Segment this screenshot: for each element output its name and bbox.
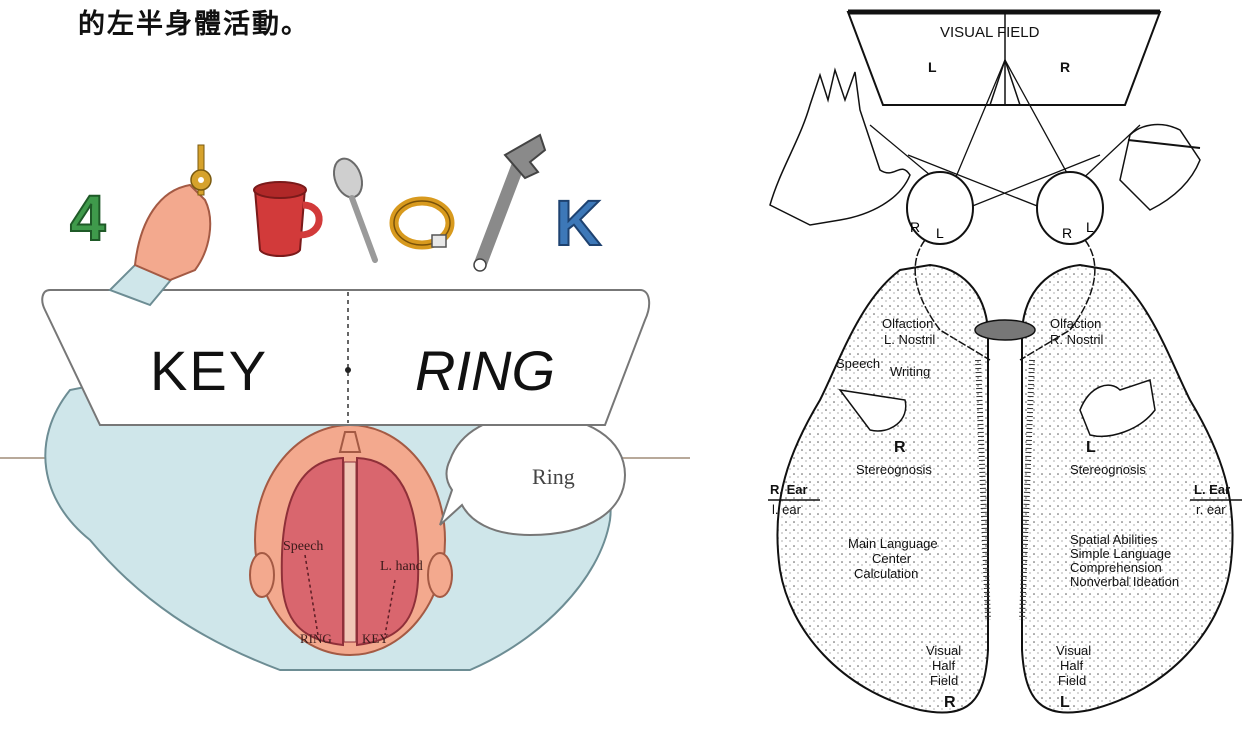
left-function-1: Main Language [848,536,938,551]
left-hand-letter: R [894,439,906,456]
hemisphere-function-diagram: VISUAL FIELD L R R L R L Olfaction L. No… [760,0,1250,733]
right-nostril: R. Nostril [1050,332,1104,347]
left-nostril: L. Nostril [884,332,935,347]
brain-label-speech: Speech [283,539,323,554]
mug-object [254,182,319,256]
left-ear-bottom: l. ear [772,502,802,517]
screen-word-key: KEY [150,339,268,402]
screen [42,290,649,425]
right-ear-bottom: r. ear [1196,502,1226,517]
left-visual-3: Field [930,673,958,688]
left-eye-r: R [910,219,920,235]
left-visual-2: Half [932,658,956,673]
brain-label-ring: RING [300,631,332,646]
right-function-2: Simple Language [1070,546,1171,561]
caption-text: 的左半身體活動。 [78,2,310,41]
visual-field-title: VISUAL FIELD [940,24,1040,41]
left-function-2: Center [872,551,912,566]
left-function-3: Calculation [854,566,918,581]
left-speech: Speech [836,356,880,371]
spoon-object [329,155,375,260]
right-eye-r: R [1062,225,1072,241]
right-field-letter: L [1060,694,1070,711]
right-function-3: Comprehension [1070,560,1162,575]
right-olfaction: Olfaction [1050,316,1101,331]
right-visual-1: Visual [1056,643,1091,658]
number-four: 4 [70,182,106,254]
brain-label-l-hand: L. hand [380,559,423,574]
brain-label-key: KEY [362,631,389,646]
left-stereognosis: Stereognosis [856,462,932,477]
screen-word-ring: RING [415,339,555,402]
split-brain-illustration: Speech L. hand RING KEY Ring KEY RING 4 [0,80,720,733]
right-stereognosis: Stereognosis [1070,462,1146,477]
visual-field-left: L [928,59,937,75]
right-visual-3: Field [1058,673,1086,688]
wrench-object [474,135,545,271]
right-eye-l: L [1086,219,1094,235]
left-field-letter: R [944,694,956,711]
left-ear-top: R. Ear [770,482,808,497]
right-hand-letter: L [1086,439,1096,456]
right-visual-2: Half [1060,658,1084,673]
key-object [191,145,211,195]
corpus-callosum [344,462,356,642]
speech-bubble-text: Ring [532,464,575,489]
left-visual-1: Visual [926,643,961,658]
letter-k: K [555,187,601,259]
hand [135,185,210,280]
right-function-4: Nonverbal Ideation [1070,574,1179,589]
left-eye-l: L [936,225,944,241]
visual-field-right: R [1060,59,1070,75]
ring-object [394,201,450,247]
left-olfaction: Olfaction [882,316,933,331]
right-function-1: Spatial Abilities [1070,532,1158,547]
right-hand-drawing [1120,125,1200,210]
left-writing: Writing [890,364,930,379]
right-ear-top: L. Ear [1194,482,1230,497]
